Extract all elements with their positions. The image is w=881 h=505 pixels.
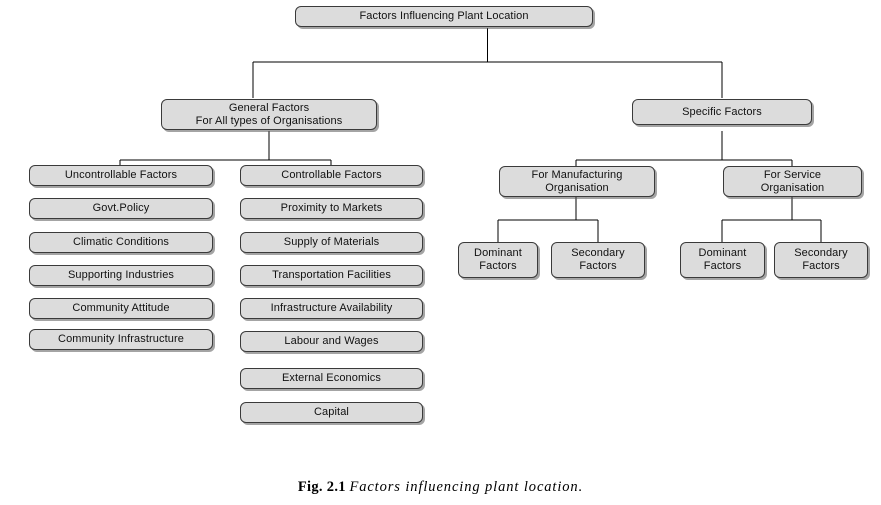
node-external-economics[interactable]: External Economics (240, 368, 423, 389)
node-manufacturing-secondary-factors[interactable]: Secondary Factors (551, 242, 645, 278)
node-govt-policy[interactable]: Govt.Policy (29, 198, 213, 219)
node-for-manufacturing-organisation[interactable]: For Manufacturing Organisation (499, 166, 655, 197)
node-specific-factors[interactable]: Specific Factors (632, 99, 812, 125)
node-proximity-to-markets[interactable]: Proximity to Markets (240, 198, 423, 219)
node-supply-of-materials[interactable]: Supply of Materials (240, 232, 423, 253)
node-transportation-facilities[interactable]: Transportation Facilities (240, 265, 423, 286)
node-community-infrastructure[interactable]: Community Infrastructure (29, 329, 213, 350)
figure-number: Fig. 2.1 (297, 479, 346, 495)
node-controllable-factors[interactable]: Controllable Factors (240, 165, 423, 186)
node-manufacturing-dominant-factors[interactable]: Dominant Factors (458, 242, 538, 278)
node-service-dominant-factors[interactable]: Dominant Factors (680, 242, 765, 278)
node-labour-and-wages[interactable]: Labour and Wages (240, 331, 423, 352)
figure-caption: Fig. 2.1 Factors influencing plant locat… (0, 479, 881, 496)
node-root[interactable]: Factors Influencing Plant Location (295, 6, 593, 27)
figure-caption-text: Factors influencing plant location. (349, 479, 584, 495)
node-general-factors[interactable]: General Factors For All types of Organis… (161, 99, 377, 130)
node-uncontrollable-factors[interactable]: Uncontrollable Factors (29, 165, 213, 186)
node-capital[interactable]: Capital (240, 402, 423, 423)
node-supporting-industries[interactable]: Supporting Industries (29, 265, 213, 286)
node-for-service-organisation[interactable]: For Service Organisation (723, 166, 862, 197)
node-climatic-conditions[interactable]: Climatic Conditions (29, 232, 213, 253)
node-service-secondary-factors[interactable]: Secondary Factors (774, 242, 868, 278)
node-infrastructure-availability[interactable]: Infrastructure Availability (240, 298, 423, 319)
node-community-attitude[interactable]: Community Attitude (29, 298, 213, 319)
connector-lines (119, 28, 822, 242)
